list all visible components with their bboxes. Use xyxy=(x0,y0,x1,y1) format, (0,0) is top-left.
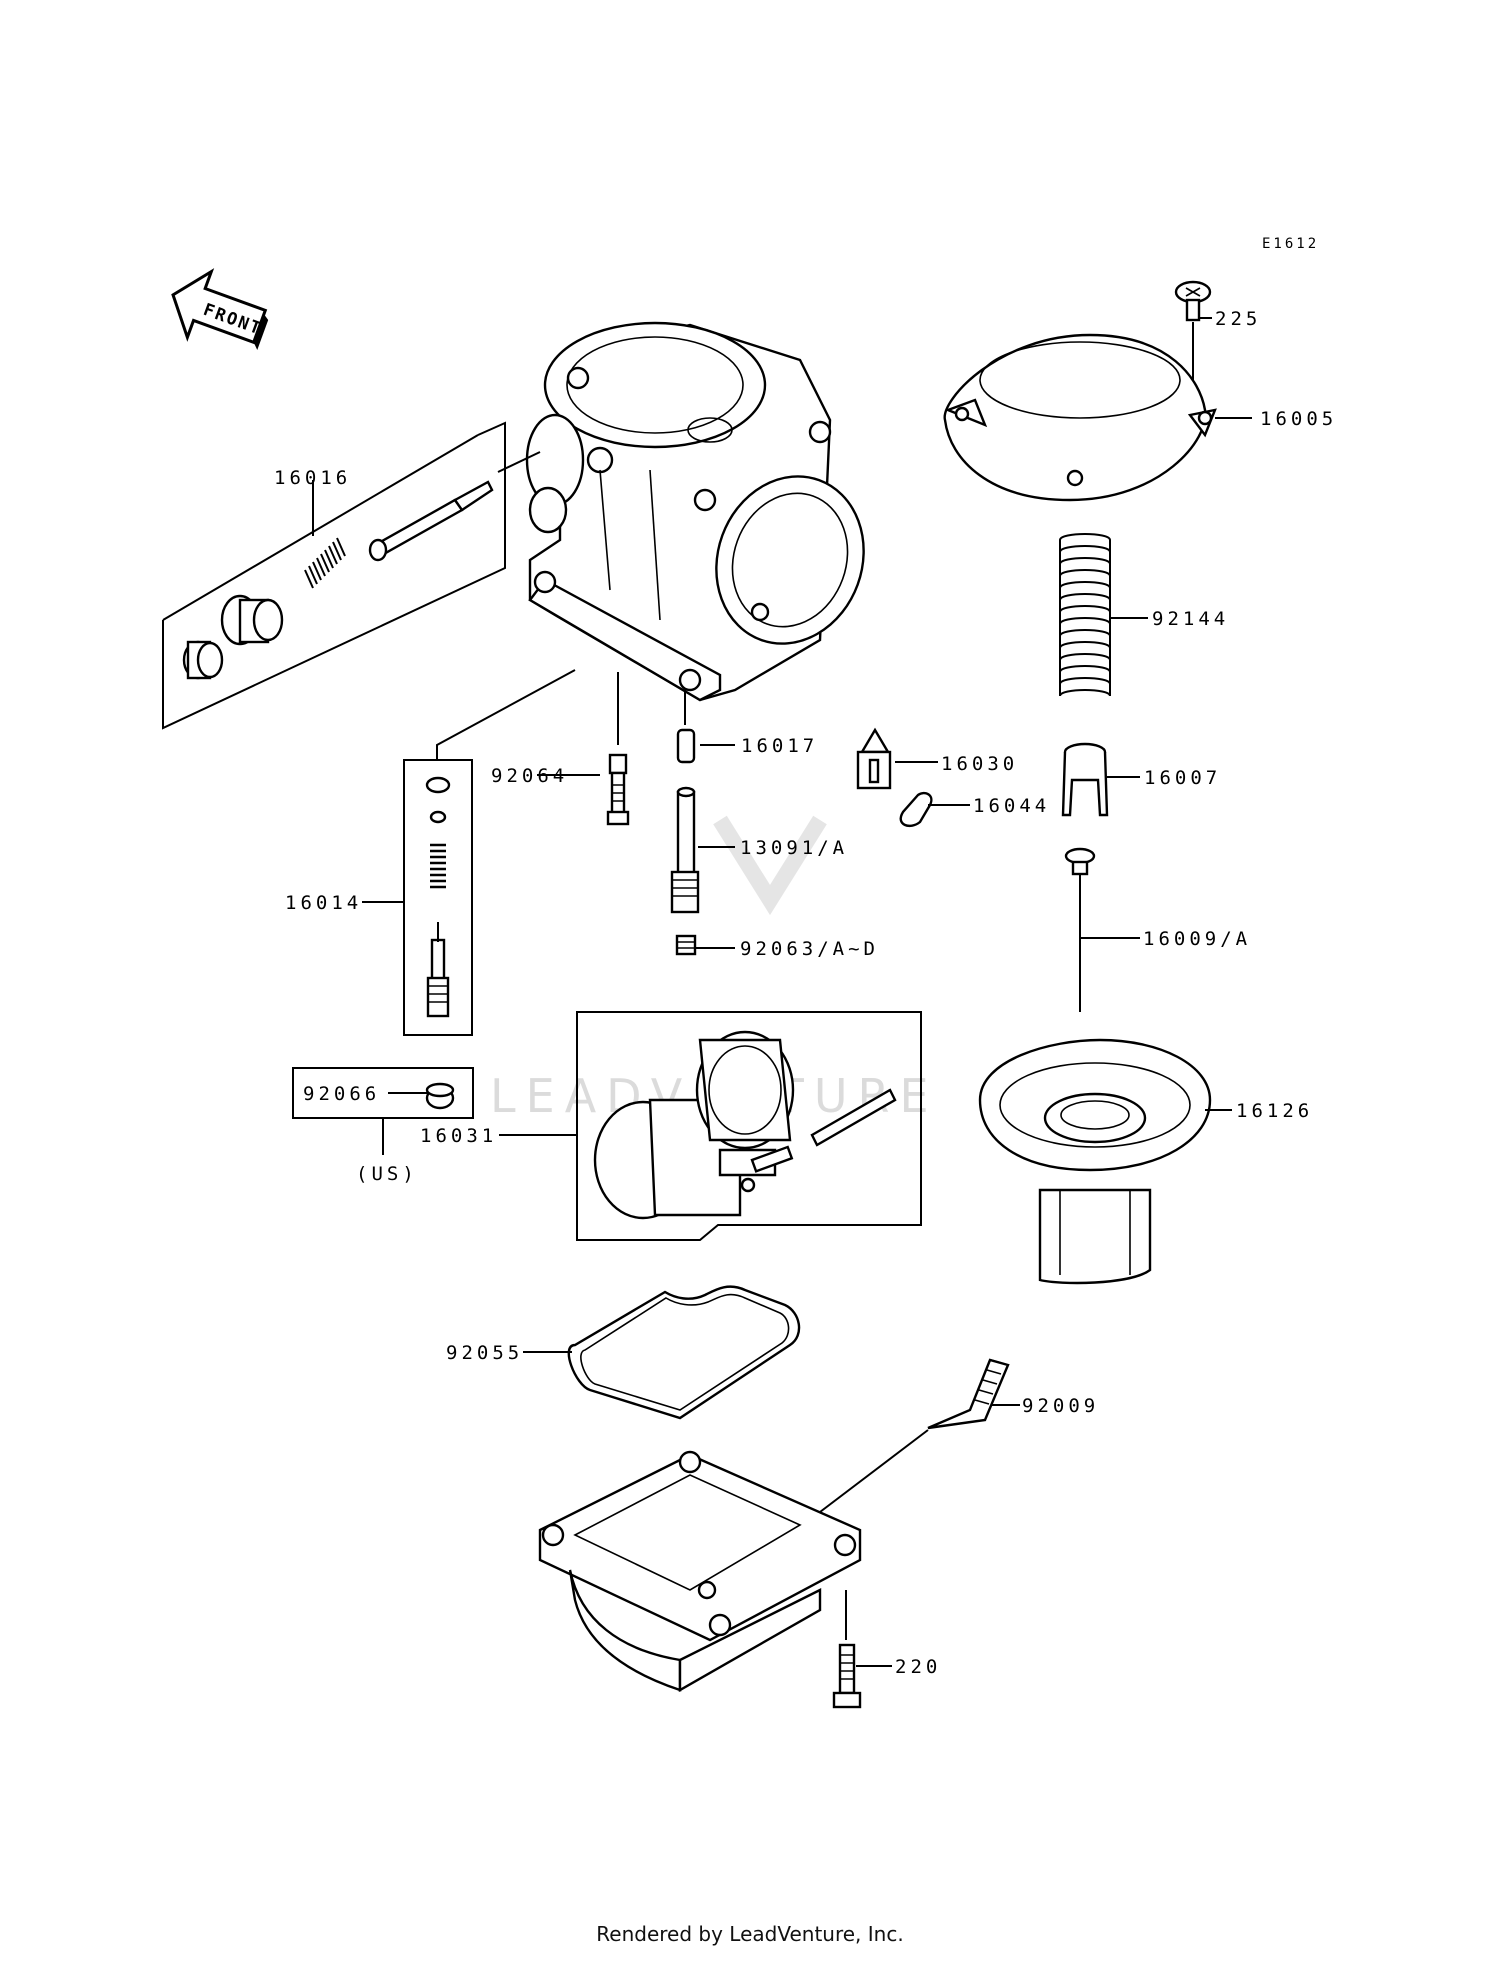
footer-credit: Rendered by LeadVenture, Inc. xyxy=(596,1922,904,1946)
part-92063-jet xyxy=(675,934,735,956)
part-225-screw xyxy=(1174,280,1212,410)
front-arrow-icon: FRONT xyxy=(171,268,269,351)
part-220-screw xyxy=(832,1590,892,1709)
label-16014: 16014 xyxy=(285,892,362,914)
part-92144-spring xyxy=(1059,533,1148,697)
part-16017 xyxy=(676,690,735,764)
diagram-code: E1612 xyxy=(1262,236,1319,252)
label-16017: 16017 xyxy=(741,735,818,757)
label-92064: 92064 xyxy=(491,765,568,787)
part-16031-float-group xyxy=(499,1011,922,1241)
label-16030: 16030 xyxy=(941,753,1018,775)
part-92064 xyxy=(537,672,630,826)
part-16030-float-valve xyxy=(856,727,938,790)
label-92055: 92055 xyxy=(446,1342,523,1364)
label-16044: 16044 xyxy=(973,795,1050,817)
label-225: 225 xyxy=(1215,308,1261,330)
label-13091: 13091/A xyxy=(740,837,848,859)
part-92009-screw xyxy=(819,1358,1020,1513)
part-16009-needle xyxy=(1064,847,1140,1012)
part-16005-top-cover xyxy=(943,333,1252,502)
label-16126: 16126 xyxy=(1236,1100,1313,1122)
label-92009: 92009 xyxy=(1022,1395,1099,1417)
label-16016: 16016 xyxy=(274,467,351,489)
part-16014-group xyxy=(362,669,576,1036)
label-92063: 92063/A~D xyxy=(740,938,879,960)
label-us-note: (US) xyxy=(356,1163,418,1185)
carburetor-body xyxy=(525,321,865,702)
label-92066: 92066 xyxy=(303,1083,380,1105)
label-16031: 16031 xyxy=(420,1125,497,1147)
label-92144: 92144 xyxy=(1152,608,1229,630)
float-bowl xyxy=(538,1450,862,1693)
part-16126-diaphragm xyxy=(978,1038,1232,1285)
part-16007-holder xyxy=(1061,742,1140,817)
part-92066-group xyxy=(292,1067,474,1155)
label-16009: 16009/A xyxy=(1143,928,1251,950)
label-16005: 16005 xyxy=(1260,408,1337,430)
part-16016-group xyxy=(162,421,541,730)
part-13091-needle-jet xyxy=(670,786,735,914)
part-92055-gasket xyxy=(523,1285,801,1420)
label-220: 220 xyxy=(895,1656,941,1678)
label-16007: 16007 xyxy=(1144,767,1221,789)
part-16044-clip xyxy=(899,791,970,827)
